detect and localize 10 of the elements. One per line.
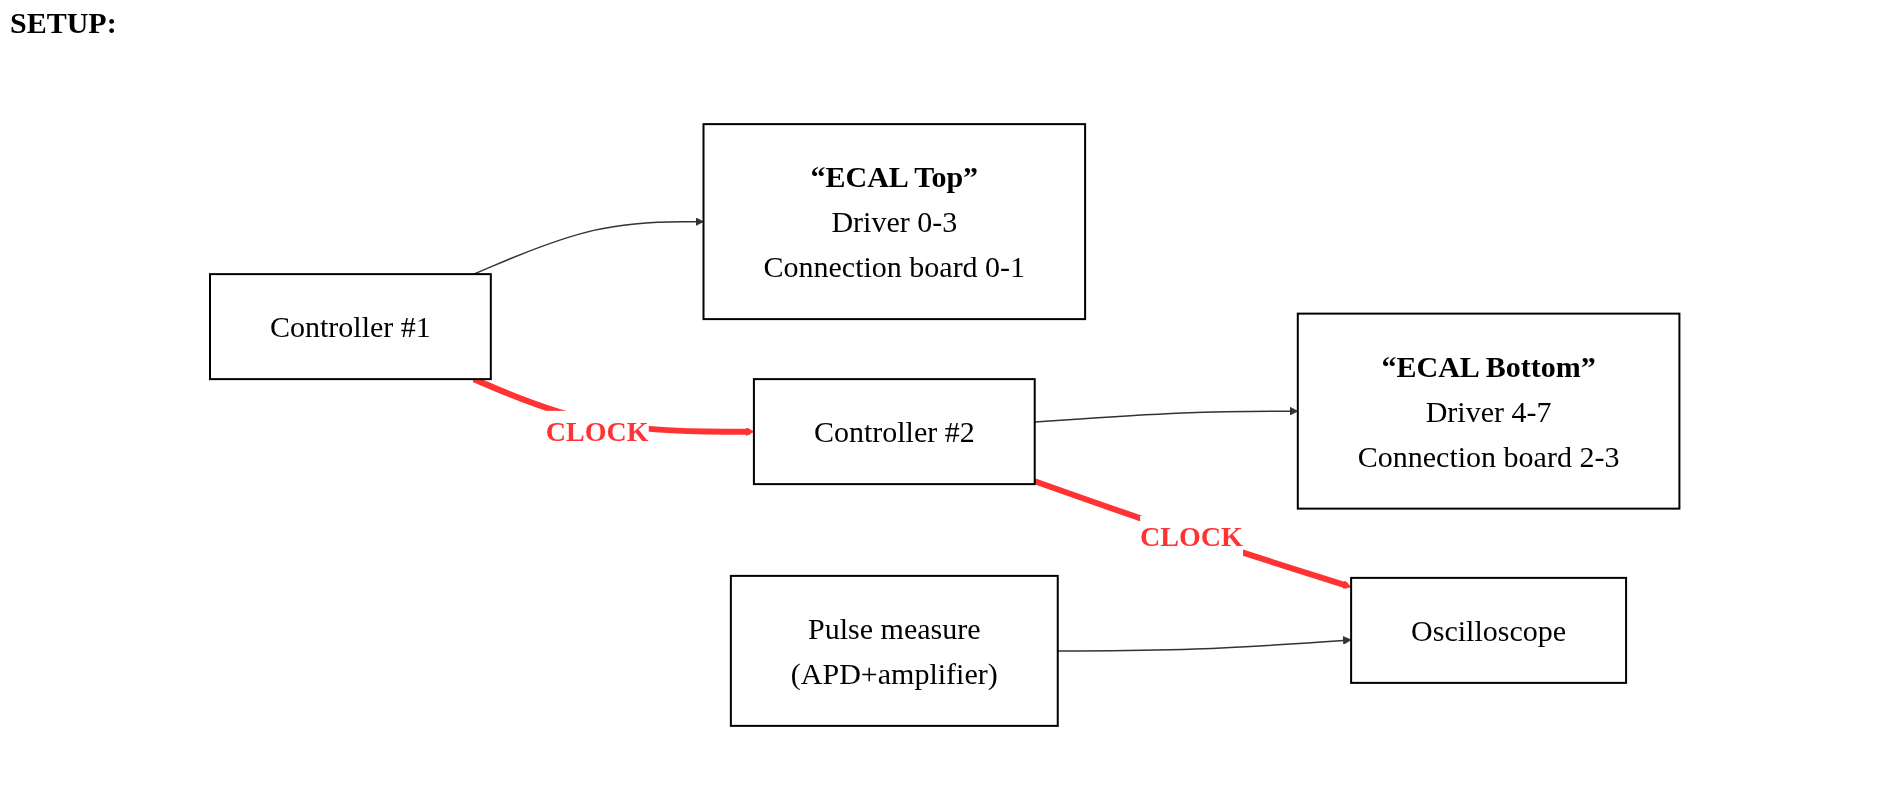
edge-label: CLOCK	[546, 415, 649, 447]
node-box: Oscilloscope	[1350, 576, 1628, 684]
node-box: Pulse measure (APD+amplifier)	[730, 574, 1060, 727]
node-box: Controller #1	[209, 273, 493, 381]
node-box: Controller #2	[753, 378, 1036, 486]
edge-label: CLOCK	[1140, 520, 1244, 552]
node-box: “ECAL Bottom” Driver 4-7 Connection board 2-3	[1297, 312, 1681, 510]
diagram-title: SETUP:	[10, 6, 117, 40]
arrow	[1034, 478, 1352, 589]
node-box: “ECAL Top” Driver 0-3 Connection board 0-1	[702, 123, 1087, 321]
